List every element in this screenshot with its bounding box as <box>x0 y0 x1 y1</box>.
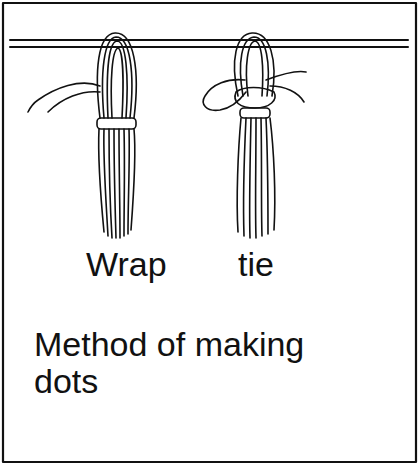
tie-tassel <box>203 33 306 238</box>
part-label: tie <box>238 246 274 283</box>
wrap-tassel <box>28 33 136 238</box>
part-label: Wrap <box>86 246 167 283</box>
frame <box>3 3 416 462</box>
caption-text: Method of making dots <box>34 326 354 401</box>
